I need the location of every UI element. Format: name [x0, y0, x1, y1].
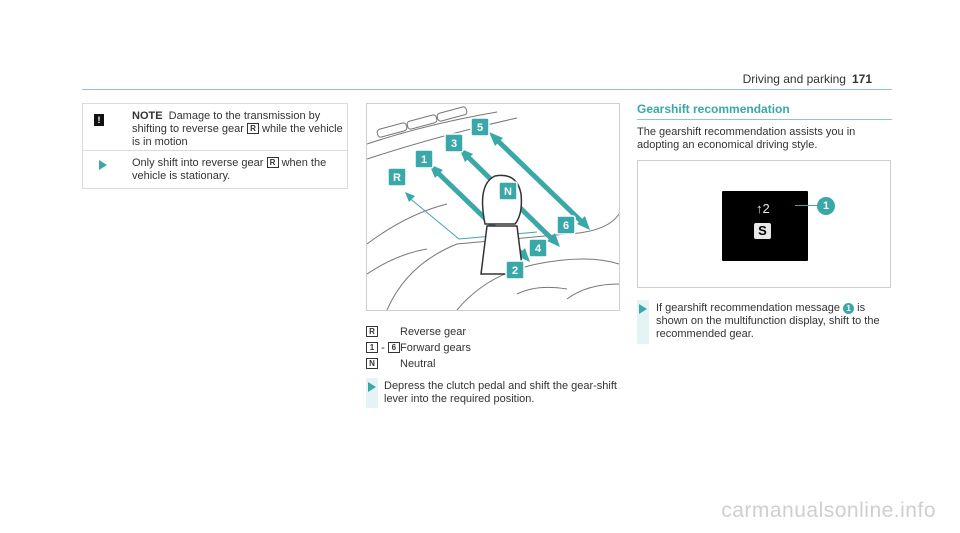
gear-lever-illustration: R 1 3 5 6 4 2 N: [367, 106, 619, 310]
legend-symbol-n: N: [366, 358, 378, 369]
legend-desc-forward: Forward gears: [400, 342, 471, 354]
note-step-before: Only shift into reverse gear: [132, 157, 264, 169]
gear-lever-figure: R 1 3 5 6 4 2 N: [366, 103, 620, 311]
section-intro: The gearshift recommendation assists you…: [637, 126, 856, 151]
note-keyword: NOTE: [132, 110, 163, 122]
legend-row-forward: 1 - 6 Forward gears: [366, 340, 606, 356]
clutch-step: Depress the clutch pedal and shift the g…: [384, 380, 617, 405]
note-step-after: when the vehicle is stationary.: [132, 157, 327, 182]
legend-row-neutral: N Neutral: [366, 356, 606, 372]
legend-row-reverse: R Reverse gear: [366, 324, 606, 340]
gear-label-r: R: [393, 172, 401, 184]
recommendation-before: If gearshift recommendation message: [656, 302, 841, 314]
note-text-before: Damage to the transmission by shifting t…: [132, 110, 321, 135]
page-header: Driving and parking 171: [743, 72, 872, 86]
legend-desc-reverse: Reverse gear: [400, 326, 467, 338]
upshift-indicator: ↑2: [756, 201, 770, 216]
inline-callout-badge: 1: [843, 303, 855, 314]
gearshift-display-figure: ↑2 S 1: [637, 160, 891, 288]
gear-label-4: 4: [535, 243, 542, 255]
legend-symbol-6: 6: [387, 342, 400, 353]
step-arrow-icon: [99, 160, 107, 170]
section-divider: [637, 119, 892, 120]
warning-icon: !: [94, 114, 104, 126]
reverse-gear-symbol: R: [246, 123, 259, 134]
note-text: NOTE Damage to the transmission by shift…: [132, 110, 344, 149]
gear-legend: R Reverse gear 1 - 6 Forward gears N Neu…: [366, 324, 606, 372]
note-header: ! NOTE Damage to the transmission by shi…: [83, 104, 347, 151]
step-arrow-icon-3: [639, 304, 647, 314]
reverse-gear-symbol-2: R: [266, 157, 279, 168]
gear-label-3: 3: [451, 138, 457, 150]
gear-label-6: 6: [563, 220, 569, 232]
drive-mode-indicator: S: [754, 223, 771, 239]
step-arrow-icon-2: [368, 382, 376, 392]
note-step: Only shift into reverse gear R when the …: [132, 157, 344, 183]
page-number: 171: [851, 72, 872, 86]
section-heading: Driving and parking: [742, 72, 846, 86]
recommendation-after: is shown on the multifunction display, s…: [656, 302, 880, 340]
note-text-after: while the vehicle is in motion: [132, 123, 343, 148]
gear-label-5: 5: [477, 122, 483, 134]
note-box: ! NOTE Damage to the transmission by shi…: [82, 103, 348, 189]
legend-symbol-r: R: [366, 326, 378, 337]
multifunction-display: ↑2 S: [722, 191, 808, 261]
legend-desc-neutral: Neutral: [400, 358, 436, 370]
legend-symbol-1: 1: [366, 342, 378, 353]
callout-badge: 1: [817, 197, 835, 215]
gear-label-2: 2: [512, 265, 518, 277]
gear-label-1: 1: [421, 154, 427, 166]
watermark: carmanualsonline.info: [721, 499, 936, 522]
header-divider: [82, 89, 892, 90]
gear-label-n: N: [504, 186, 512, 198]
section-title: Gearshift recommendation: [637, 102, 790, 116]
legend-separator: -: [381, 342, 385, 354]
callout-line: [795, 205, 819, 206]
recommendation-step: If gearshift recommendation message 1 is…: [656, 302, 896, 341]
